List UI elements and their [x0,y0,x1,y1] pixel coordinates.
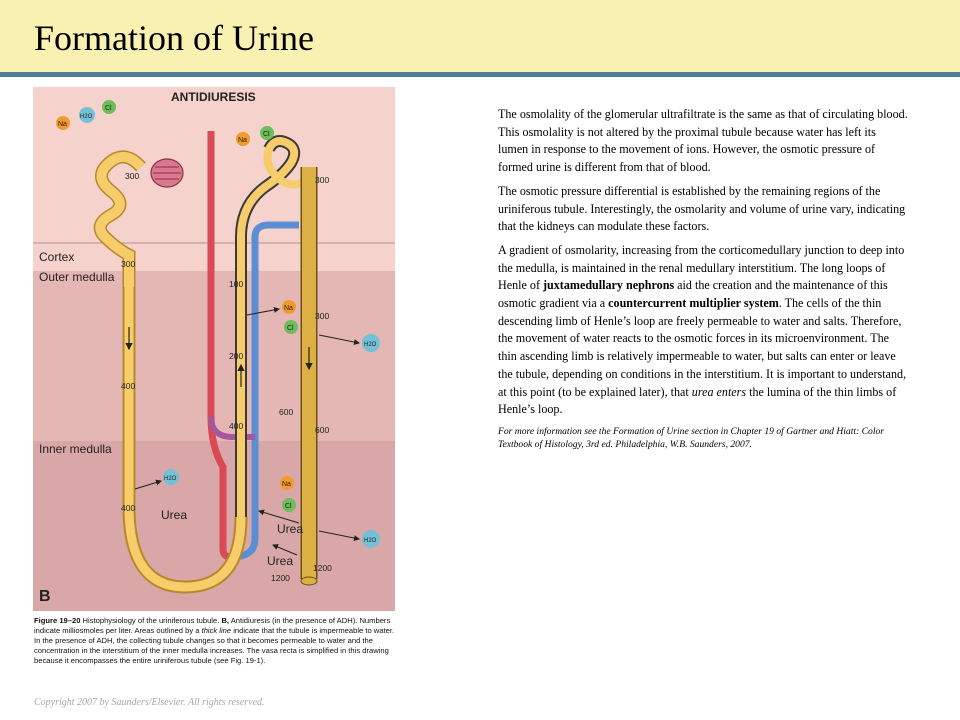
urea-label-collecting: Urea [267,554,293,568]
sodium-ion-lower-label: Na [282,481,291,488]
osmo-label-desc-600: 400 [121,503,135,513]
sodium-ion-asc-icon [282,300,296,314]
body-text: The osmolality of the glomerular ultrafi… [498,106,908,457]
chloride-ion-distal-icon [260,126,274,140]
water-arrow-cd-lower [318,530,360,541]
sodium-ion-icon [56,116,70,130]
reference-note: For more information see the Formation o… [498,425,885,450]
water-molecule-label: H2O [80,114,93,120]
osmo-label-asc-100: 100 [229,279,243,289]
caption-text-1: Histophysiology of the uriniferous tubul… [80,616,222,625]
osmo-label-interstitium-1200: 1200 [271,573,290,583]
chloride-ion-label: Cl [105,105,112,112]
osmo-label-prox: 300 [121,259,135,269]
copyright-notice: Copyright 2007 by Saunders/Elsevier. All… [34,697,265,708]
osmo-label-cd-1200: 1200 [313,563,332,573]
urea-label-loop: Urea [161,508,187,522]
chloride-ion-icon [102,100,116,114]
term-countercurrent-multiplier: countercurrent multiplier system [608,296,779,311]
figure-heading: ANTIDIURESIS [171,90,256,104]
sodium-ion-asc-label: Na [284,305,293,312]
osmo-label-cd-300-top: 300 [315,175,329,185]
osmo-label-interstitium-600: 600 [279,407,293,417]
caption-panel: B, [221,616,230,625]
paragraph-3-a: A gradient of osmolarity, increasing fro… [498,242,905,293]
paragraph-3-g: the lumina of the thin limbs of Henle’s … [498,384,897,417]
page-title: Formation of Urine [34,18,314,58]
paragraph-3: A gradient of osmolarity, increasing fro… [498,242,908,419]
paragraph-3-e: . The cells of the thin descending limb … [498,296,907,399]
loop-of-henle-descending [124,287,246,592]
water-cd-lower-icon [362,530,380,548]
nephron-figure: ANTIDIURESIS Cortex Outer medulla Inner … [33,87,395,611]
water-molecule-icon [79,107,95,123]
urea-arrow-2 [272,544,298,556]
paragraph-1: The osmolality of the glomerular ultrafi… [498,107,908,175]
title-bar [0,0,960,72]
osmo-label-cd-600: 600 [315,425,329,435]
chloride-ion-asc-icon [284,320,298,334]
paragraph-2: The osmotic pressure differential is est… [498,183,906,234]
glomerulus-capillaries [153,166,181,180]
region-label-outer-medulla: Outer medulla [39,270,115,284]
water-cd-upper-icon [362,334,380,352]
antidiuresis-diagram: ANTIDIURESIS Cortex Outer medulla Inner … [33,87,395,611]
proximal-convoluted-tubule-lumen [95,152,145,287]
urea-arrow-1 [258,509,300,524]
water-cd-lower-label: H2O [364,538,377,544]
chloride-ion-distal-label: Cl [263,131,270,138]
caption-lead: Figure 19–20 [34,616,81,625]
sodium-ion-distal-label: Na [238,137,247,144]
loop-of-henle-ascending [237,137,299,517]
ion-arrow-asc [246,306,280,316]
title-underline [0,72,960,77]
inner-medulla-label: Inner medulla [39,442,112,456]
outer-medulla-label: Outer medulla [39,270,115,284]
figure-caption: Figure 19–20 Histophysiology of the urin… [34,616,396,666]
sodium-ion-label: Na [58,121,67,128]
paragraph-3-c: aid the creation and the maintenance of … [498,278,888,311]
panel-letter: B [39,588,51,605]
vasa-recta-shunt [208,416,255,440]
osmo-label-asc-400: 400 [229,421,243,431]
chloride-ion-lower-icon [282,498,296,512]
chloride-ion-lower-label: Cl [285,503,292,510]
water-arrow-descending [134,479,162,490]
collecting-duct-tip [300,576,318,586]
caption-text-3: indicate that the tubule is impermeable … [34,626,395,665]
osmo-label-cd-300: 300 [315,311,329,321]
region-label-cortex: Cortex [39,250,74,264]
osmo-label-desc-400: 400 [121,381,135,391]
sodium-ion-distal-icon [236,132,250,146]
osmo-label-asc-200: 200 [229,351,243,361]
term-juxtamedullary-nephrons: juxtamedullary nephrons [543,278,675,293]
water-descending-icon [163,469,179,485]
term-urea-enters: urea enters [691,384,747,399]
water-descending-label: H2O [164,476,177,482]
caption-emphasis: thick line [201,626,232,635]
caption-text-2: Antidiuresis (in the presence of ADH). N… [34,616,391,635]
urea-label-ascending: Urea [277,522,303,536]
region-label-inner-medulla: Inner medulla [39,442,112,456]
water-arrow-cd-upper [318,334,360,345]
osmo-label-pct: 300 [125,171,139,181]
sodium-ion-lower-icon [280,476,294,490]
chloride-ion-asc-label: Cl [287,325,294,332]
vasa-recta-ascending [230,221,299,561]
water-cd-upper-label: H2O [364,342,377,348]
